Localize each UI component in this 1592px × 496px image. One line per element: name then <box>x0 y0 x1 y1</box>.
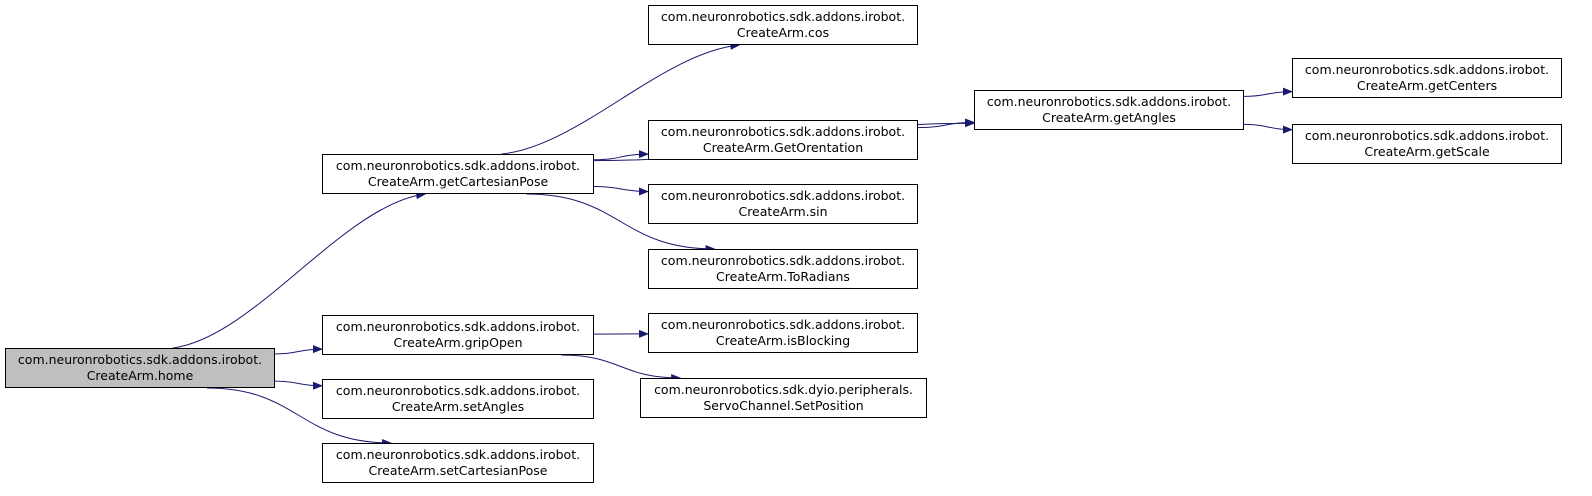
node-line-package: com.neuronrobotics.sdk.addons.irobot. <box>335 319 581 334</box>
node-line-method: CreateArm.home <box>86 368 194 383</box>
edge-getCartesianPose-to-toRadians <box>526 193 716 253</box>
edge-home-to-setCartesianPose <box>206 387 393 447</box>
node-createarm-getscale[interactable]: com.neuronrobotics.sdk.addons.irobot. Cr… <box>1292 124 1562 164</box>
edge-gripOpen-to-setPosition <box>561 354 682 382</box>
node-line-package: com.neuronrobotics.sdk.addons.irobot. <box>660 253 906 268</box>
node-line-method: CreateArm.isBlocking <box>715 333 851 348</box>
node-line-method: CreateArm.cos <box>736 25 830 40</box>
node-createarm-getangles[interactable]: com.neuronrobotics.sdk.addons.irobot. Cr… <box>974 90 1244 130</box>
node-line-package: com.neuronrobotics.sdk.addons.irobot. <box>335 383 581 398</box>
edge-getCartesianPose-to-cos <box>501 41 741 155</box>
node-line-method: CreateArm.GetOrentation <box>702 140 864 155</box>
node-line-package: com.neuronrobotics.sdk.addons.irobot. <box>660 188 906 203</box>
node-createarm-getorentation[interactable]: com.neuronrobotics.sdk.addons.irobot. Cr… <box>648 120 918 160</box>
node-line-package: com.neuronrobotics.sdk.addons.irobot. <box>335 158 581 173</box>
node-createarm-toradians[interactable]: com.neuronrobotics.sdk.addons.irobot. Cr… <box>648 249 918 289</box>
edge-getAngles-to-getCenters <box>1243 87 1293 97</box>
node-createarm-home: com.neuronrobotics.sdk.addons.irobot. Cr… <box>5 348 275 388</box>
node-line-method: CreateArm.getScale <box>1364 144 1490 159</box>
edge-home-to-getCartesianPose <box>172 191 427 349</box>
node-createarm-cos[interactable]: com.neuronrobotics.sdk.addons.irobot. Cr… <box>648 5 918 45</box>
node-line-package: com.neuronrobotics.sdk.addons.irobot. <box>1304 62 1550 77</box>
node-line-package: com.neuronrobotics.sdk.addons.irobot. <box>660 317 906 332</box>
node-line-package: com.neuronrobotics.sdk.addons.irobot. <box>1304 128 1550 143</box>
edge-getOrentation-to-getAngles <box>917 118 975 129</box>
node-line-package: com.neuronrobotics.sdk.addons.irobot. <box>660 9 906 24</box>
node-createarm-setangles[interactable]: com.neuronrobotics.sdk.addons.irobot. Cr… <box>322 379 594 419</box>
node-line-package: com.neuronrobotics.sdk.addons.irobot. <box>17 352 263 367</box>
node-createarm-getcartesianpose[interactable]: com.neuronrobotics.sdk.addons.irobot. Cr… <box>322 154 594 194</box>
edge-home-to-setAngles <box>274 380 323 390</box>
node-line-package: com.neuronrobotics.sdk.addons.irobot. <box>335 447 581 462</box>
node-line-method: CreateArm.setAngles <box>391 399 525 414</box>
node-createarm-getcenters[interactable]: com.neuronrobotics.sdk.addons.irobot. Cr… <box>1292 58 1562 98</box>
node-line-method: CreateArm.sin <box>738 204 828 219</box>
node-line-method: CreateArm.setCartesianPose <box>368 463 548 478</box>
edge-getAngles-to-getScale <box>1243 123 1293 134</box>
node-createarm-isblocking[interactable]: com.neuronrobotics.sdk.addons.irobot. Cr… <box>648 313 918 353</box>
node-line-method: CreateArm.getCartesianPose <box>367 174 549 189</box>
node-createarm-setcartesianpose[interactable]: com.neuronrobotics.sdk.addons.irobot. Cr… <box>322 443 594 483</box>
node-servochannel-setposition[interactable]: com.neuronrobotics.sdk.dyio.peripherals.… <box>640 378 927 418</box>
node-line-method: ServoChannel.SetPosition <box>703 398 864 413</box>
node-line-method: CreateArm.gripOpen <box>393 335 523 350</box>
node-line-package: com.neuronrobotics.sdk.addons.irobot. <box>660 124 906 139</box>
edge-getCartesianPose-to-getOrentation <box>593 150 649 161</box>
node-line-package: com.neuronrobotics.sdk.addons.irobot. <box>986 94 1232 109</box>
node-line-method: CreateArm.getCenters <box>1356 78 1498 93</box>
edge-getCartesianPose-to-sin <box>593 186 649 196</box>
node-line-package: com.neuronrobotics.sdk.dyio.peripherals. <box>654 382 913 397</box>
edge-home-to-gripOpen <box>274 345 323 355</box>
node-createarm-sin[interactable]: com.neuronrobotics.sdk.addons.irobot. Cr… <box>648 184 918 224</box>
node-line-method: CreateArm.getAngles <box>1042 110 1176 125</box>
node-line-method: CreateArm.ToRadians <box>716 269 850 284</box>
node-createarm-gripopen[interactable]: com.neuronrobotics.sdk.addons.irobot. Cr… <box>322 315 594 355</box>
